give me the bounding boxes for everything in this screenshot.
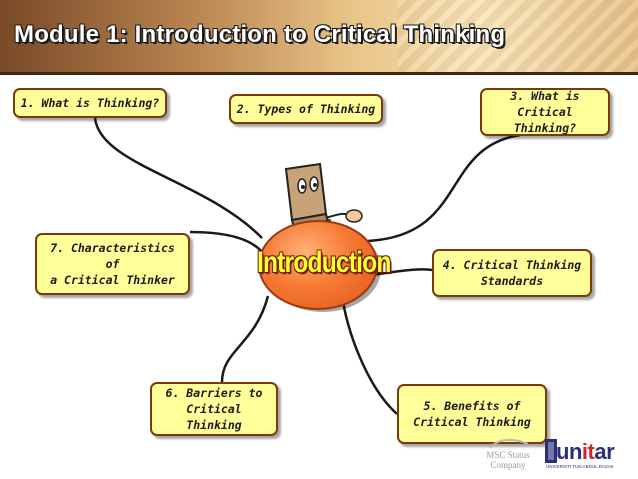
node-what-is-thinking: 1. What is Thinking? bbox=[13, 88, 167, 118]
connector-n1 bbox=[93, 117, 263, 239]
node-types-of-thinking: 2. Types of Thinking bbox=[229, 94, 383, 124]
title-banner: Module 1: Introduction to Critical Think… bbox=[0, 0, 638, 75]
node-critical-thinking-standards: 4. Critical Thinking Standards bbox=[432, 249, 592, 297]
brand-tagline: UNIVERSITI TUN ABDUL RAZAK bbox=[546, 464, 614, 469]
node-characteristics-of-critical-thinker: 7. Characteristics of a Critical Thinker bbox=[35, 233, 190, 295]
connector-n3 bbox=[367, 133, 521, 243]
connector-n6 bbox=[220, 295, 270, 383]
brand-wordmark-left: un bbox=[556, 439, 582, 464]
connector-n7 bbox=[189, 230, 263, 253]
node-benefits-of-critical-thinking: 5. Benefits of Critical Thinking bbox=[397, 384, 547, 444]
connector-n5 bbox=[341, 301, 398, 415]
node-barriers-to-critical-thinking: 6. Barriers to Critical Thinking bbox=[150, 382, 278, 436]
brand-wordmark: unitar bbox=[556, 439, 615, 465]
center-node-label: Introduction bbox=[256, 246, 391, 279]
brand-wordmark-right: ar bbox=[594, 439, 615, 464]
node-what-is-critical-thinking: 3. What is Critical Thinking? bbox=[480, 88, 610, 136]
msc-logo-icon bbox=[489, 438, 529, 449]
brand-shield-icon bbox=[545, 439, 557, 463]
page-title: Module 1: Introduction to Critical Think… bbox=[14, 21, 506, 48]
connector-n4 bbox=[371, 268, 433, 277]
center-node bbox=[258, 220, 378, 310]
brand-wordmark-accent: it bbox=[581, 439, 595, 464]
msc-status-text: MSC Status Company bbox=[486, 450, 530, 470]
banner-texture bbox=[398, 0, 638, 72]
